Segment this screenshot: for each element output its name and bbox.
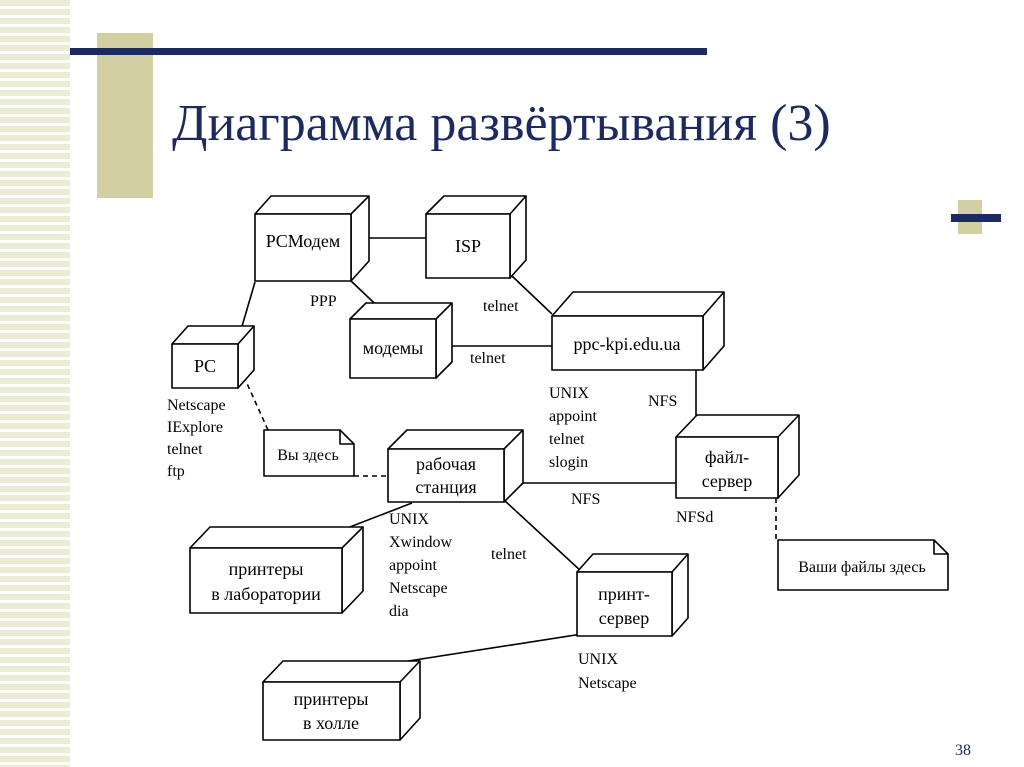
ws-software-2: Xwindow <box>389 534 453 551</box>
label-telnet-ws: telnet <box>491 546 527 563</box>
node-workstation <box>387 429 524 503</box>
bullet-bar <box>951 214 1001 222</box>
ps-software-2: Netscape <box>578 675 637 692</box>
ppc-software-3: telnet <box>549 431 585 448</box>
pc-software-1: Netscape <box>167 397 226 414</box>
ppc-software-2: appoint <box>549 408 598 425</box>
label-nfs-ws: NFS <box>571 491 600 508</box>
node-label-ws-2: станция <box>415 477 476 497</box>
node-label-ph-1: принтеры <box>294 689 369 709</box>
label-nfs-ppc: NFS <box>648 393 677 410</box>
node-isp <box>425 195 527 279</box>
ppc-software-1: UNIX <box>549 385 589 402</box>
ws-software-5: dia <box>389 603 409 620</box>
label-telnet-modems: telnet <box>470 350 506 367</box>
ws-software-4: Netscape <box>389 580 448 597</box>
pc-software-4: ftp <box>167 463 185 480</box>
node-label-pc: PC <box>194 356 216 376</box>
link-ws-printserver <box>503 499 583 573</box>
node-modems <box>349 302 453 379</box>
label-nfsd: NFSd <box>676 509 713 526</box>
page-number: 38 <box>955 742 971 759</box>
accent-block <box>97 33 153 198</box>
label-telnet-isp: telnet <box>483 298 519 315</box>
node-label-ws-1: рабочая <box>416 454 476 474</box>
title-rule <box>70 48 707 55</box>
node-printers-hall <box>262 660 421 741</box>
ps-software-1: UNIX <box>578 651 618 668</box>
ppc-software-4: slogin <box>549 454 588 471</box>
link-printserver-hall <box>401 633 583 663</box>
node-print-server <box>576 553 689 637</box>
node-pc <box>171 325 255 389</box>
node-label-pl-2: в лаборатории <box>211 584 321 604</box>
node-label-ps-2: сервер <box>599 608 650 628</box>
pc-software-2: IExplore <box>167 419 223 436</box>
node-printers-lab <box>189 526 364 614</box>
note-your-files-here <box>777 539 949 591</box>
slide-title: Диаграмма развёртывания (3) <box>172 95 831 152</box>
ws-software-1: UNIX <box>389 511 429 528</box>
pc-software-3: telnet <box>167 441 203 458</box>
node-label-fs-2: сервер <box>702 471 753 491</box>
ws-software-3: appoint <box>389 557 438 574</box>
node-ppc-kpi <box>551 291 725 371</box>
node-label-modems: модемы <box>363 338 424 358</box>
note-you-are-here <box>263 429 355 477</box>
decorative-stripes <box>0 0 70 767</box>
node-label-ps-1: принт- <box>598 584 650 604</box>
node-label-ph-2: в холле <box>303 713 359 733</box>
link-ws-printers-lab <box>341 502 413 531</box>
node-label-isp: ISP <box>455 236 481 256</box>
node-label-ppc: ppc-kpi.edu.ua <box>574 334 681 354</box>
label-ppp: PPP <box>310 293 337 310</box>
note-text-your-files: Ваши файлы здесь <box>798 559 926 576</box>
node-pc-modem <box>254 195 370 282</box>
link-isp-ppc <box>511 275 553 315</box>
node-label-pc-modem: PCМодем <box>266 231 341 251</box>
note-text-you-are-here: Вы здесь <box>277 447 339 464</box>
node-file-server <box>675 414 800 499</box>
node-label-pl-1: принтеры <box>229 559 304 579</box>
node-label-fs-1: файл- <box>705 447 749 467</box>
